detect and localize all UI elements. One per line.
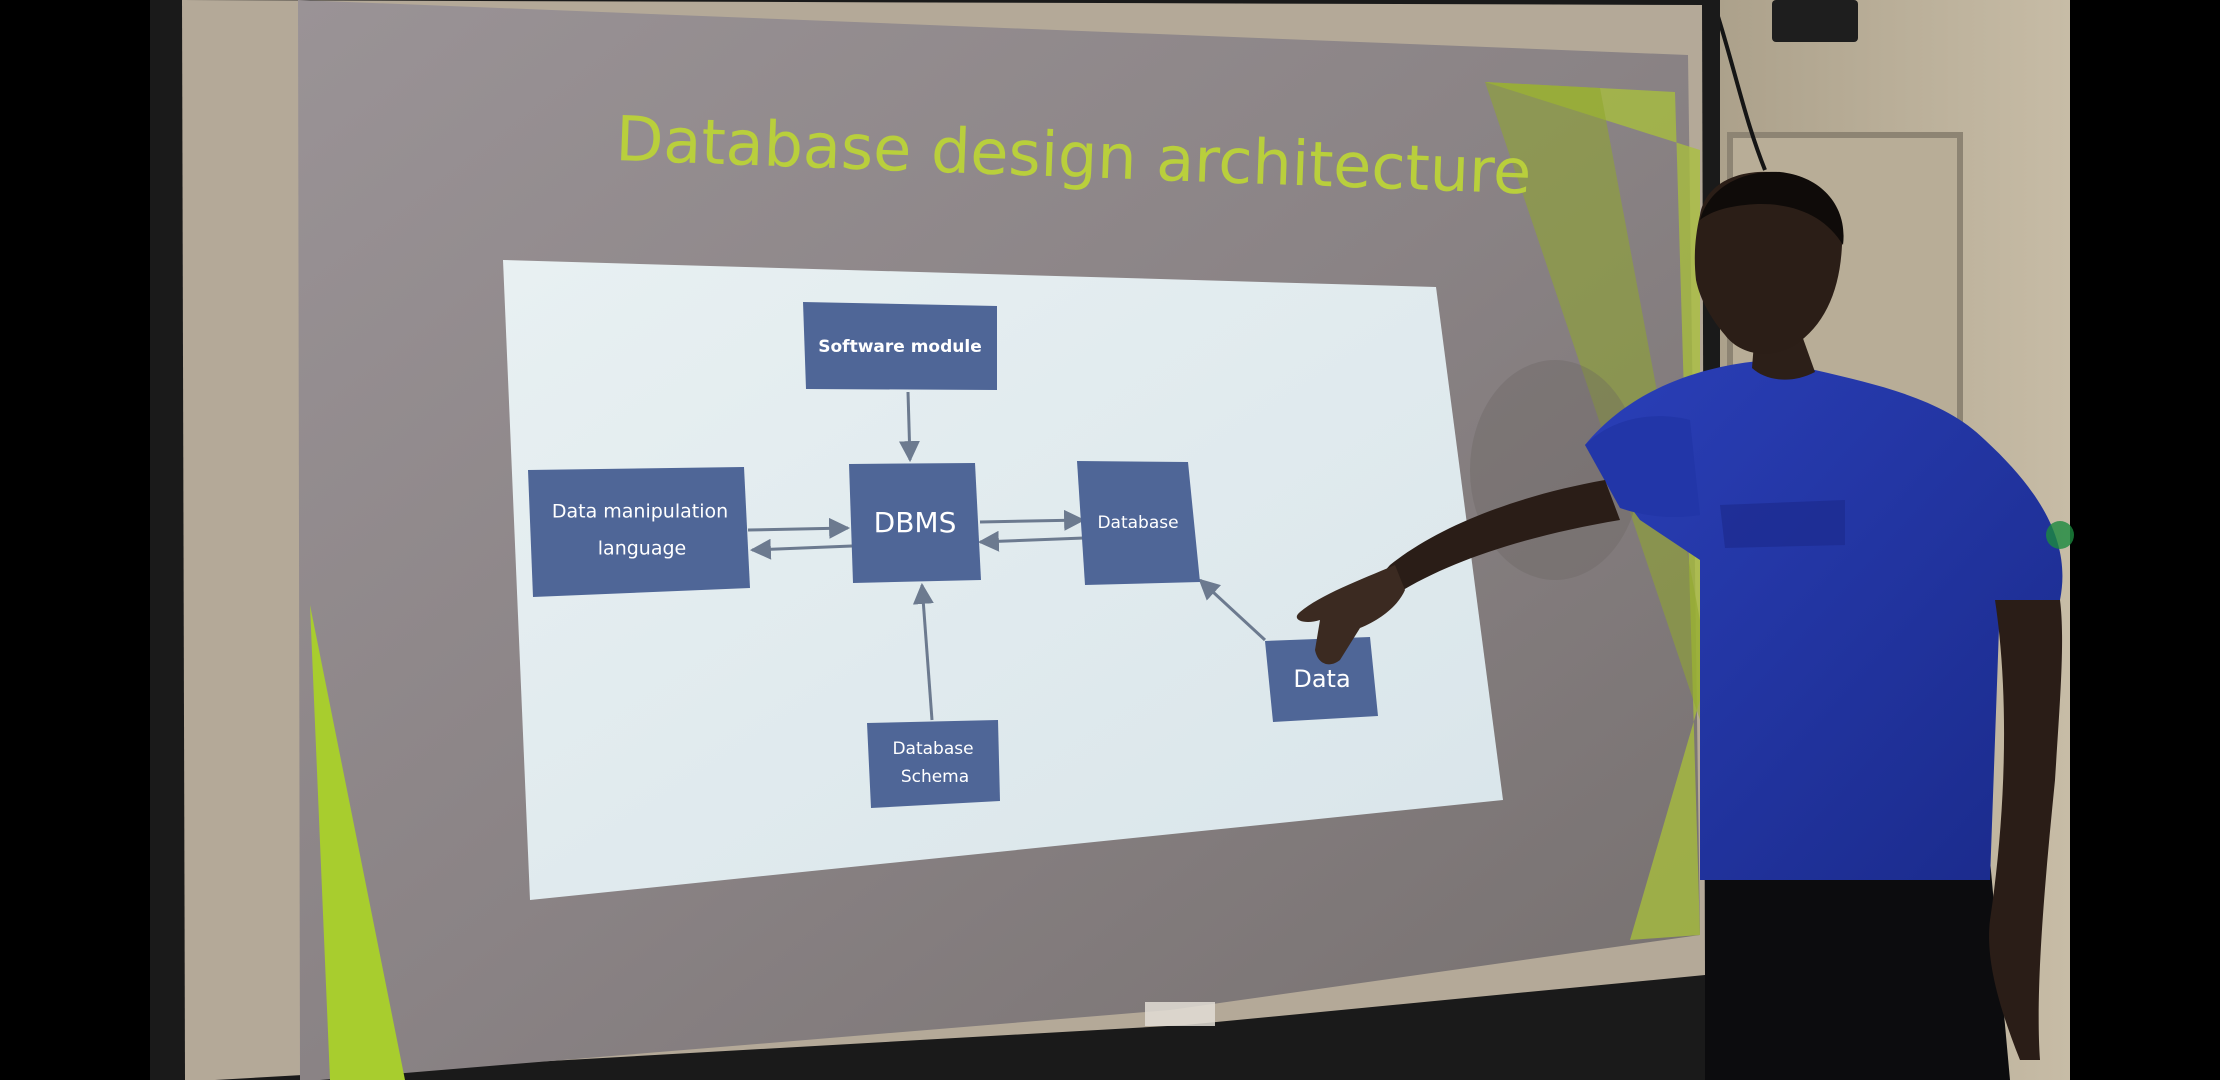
presenter <box>1296 171 2074 1080</box>
slide-accent-left <box>310 605 405 1080</box>
arrow-schema-to-dbms <box>912 582 934 721</box>
node-dml: Data manipulation language <box>528 467 750 597</box>
arrow-data-to-database <box>1198 578 1267 642</box>
presenter-shirt <box>1585 360 2063 880</box>
slide-accent-right-dark <box>1485 82 1715 720</box>
right-black-bar <box>2070 0 2220 1080</box>
slide-accent-right <box>1485 82 1700 940</box>
presenter-sleeve <box>1585 416 1700 518</box>
node-dbms: DBMS <box>849 463 981 583</box>
node-software-module-label: Software module <box>818 337 981 357</box>
node-database: Database <box>1077 461 1200 585</box>
architecture-diagram: Software module Data manipulation langua… <box>503 260 1503 900</box>
node-database-label: Database <box>1097 513 1178 533</box>
arrow-software-to-dbms <box>898 391 920 463</box>
arrow-database-to-dbms <box>977 530 1085 552</box>
screen-bottom-tray <box>1145 1002 1215 1026</box>
speaker <box>1772 0 1858 42</box>
arrow-dml-to-dbms <box>747 517 851 539</box>
node-dml-label-line1: Data manipulation <box>552 501 728 523</box>
node-dml-label-line2: language <box>598 538 686 560</box>
sleeve-badge <box>2046 521 2074 549</box>
presenter-hand <box>1296 565 1405 665</box>
arrow-dbms-to-dml <box>749 538 853 560</box>
presenter-right-arm <box>1989 600 2063 1060</box>
presenter-hair <box>1700 171 1844 245</box>
node-dbms-label: DBMS <box>874 506 957 539</box>
presenter-legs <box>1705 860 2010 1080</box>
node-database-schema: Database Schema <box>867 720 1000 808</box>
node-data: Data <box>1265 637 1378 722</box>
node-data-label: Data <box>1293 665 1350 693</box>
node-schema-label-line2: Schema <box>901 767 969 787</box>
presenter-head <box>1694 171 1843 354</box>
node-software-module: Software module <box>803 302 997 390</box>
diagram-panel <box>503 260 1503 900</box>
node-schema-label-line1: Database <box>892 739 973 759</box>
shirt-print <box>1720 500 1845 548</box>
presenter-arm <box>1375 480 1620 595</box>
speaker-cable <box>1714 9 1767 171</box>
arrow-dbms-to-database <box>979 509 1086 531</box>
left-black-bar <box>0 0 150 1080</box>
